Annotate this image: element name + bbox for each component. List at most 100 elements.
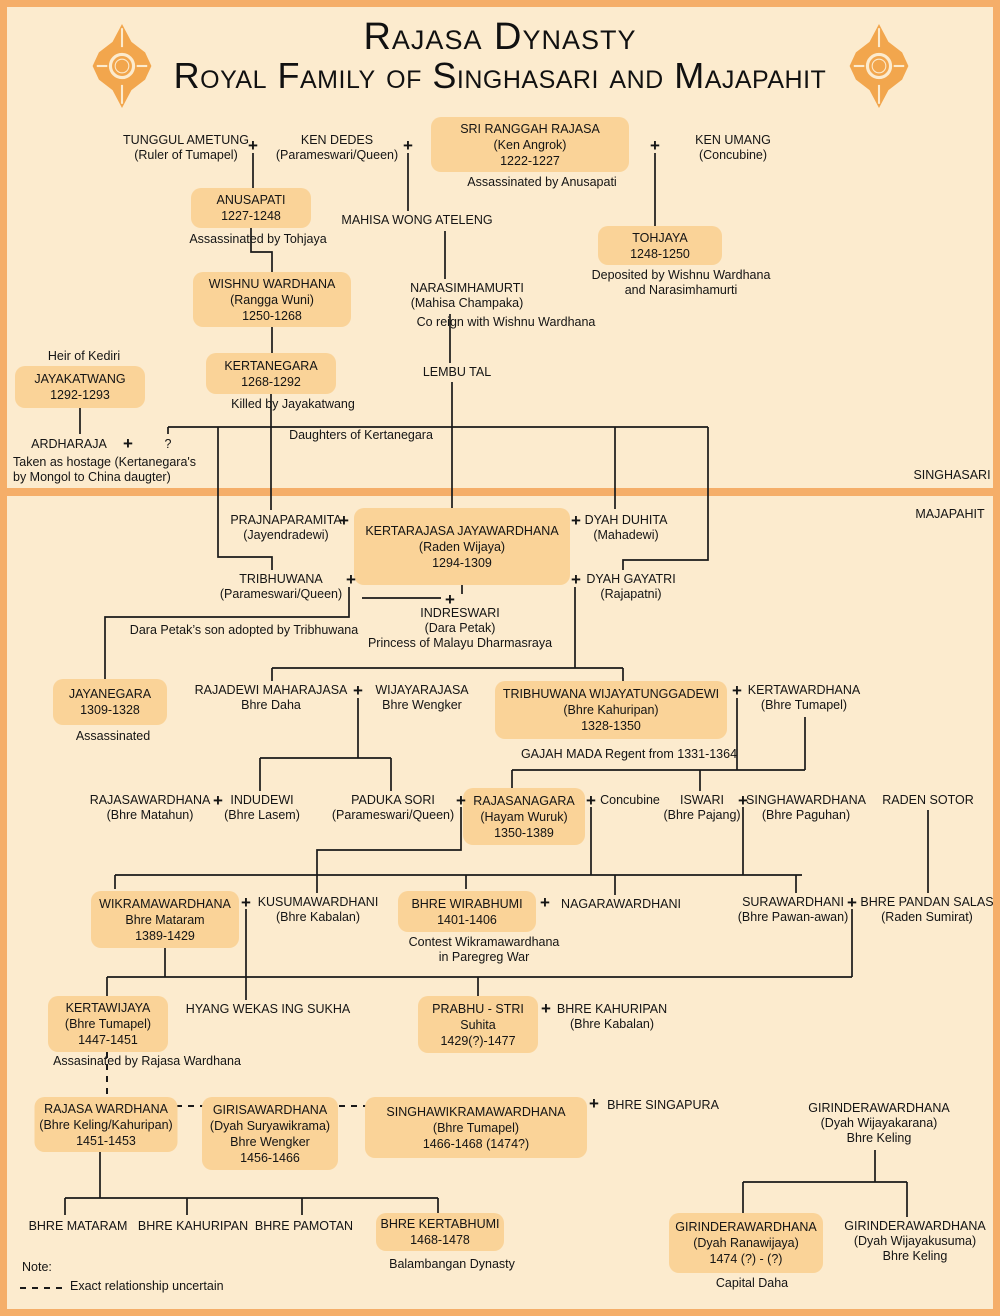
lotus-ornament-right (849, 24, 909, 108)
person-line: (Parameswari/Queen) (331, 808, 455, 822)
person-rajasanagara: RAJASANAGARA(Hayam Wuruk)1350-1389 (463, 788, 585, 845)
person-line: (Dyah Suryawikrama) (209, 1118, 331, 1133)
person-line: KERTAWIJAYA (65, 1001, 151, 1015)
person-kertawardhana: KERTAWARDHANA(Bhre Tumapel) (748, 683, 861, 713)
caption-killed-by-jayakatwang: Killed by Jayakatwang (231, 397, 355, 412)
person-line: RAJASANAGARA (473, 793, 575, 808)
person-line: DYAH GAYATRI (586, 572, 676, 586)
person-lembu-tal: LEMBU TAL (423, 365, 491, 380)
marriage-plus-icon: + (847, 893, 857, 912)
person-line: Bhre Wengker (382, 698, 462, 712)
caption-line: Exact relationship uncertain (70, 1279, 224, 1293)
person-indreswari: INDRESWARI(Dara Petak)Princess of Malayu… (368, 606, 552, 651)
person-line: (Bhre Kahuripan) (563, 703, 659, 717)
caption-daughters-of-kertanegara: Daughters of Kertanegara (289, 428, 433, 443)
person-indudewi: INDUDEWI(Bhre Lasem) (224, 793, 300, 823)
marriage-plus-icon: + (403, 136, 413, 155)
person-line: 1294-1309 (432, 555, 492, 570)
person-paduka-sori: PADUKA SORI(Parameswari/Queen) (332, 793, 454, 823)
person-line: JAYANEGARA (68, 687, 152, 701)
person-line: Bhre Keling (882, 1249, 948, 1263)
person-line: 1474 (?) - (?) (709, 1252, 783, 1266)
person-line: PADUKA SORI (351, 793, 435, 807)
caption-line: Assasinated by Rajasa Wardhana (53, 1054, 241, 1068)
person-line: 1447-1451 (78, 1033, 138, 1047)
person-bhre-kahuripan-bhre-kabalan: BHRE KAHURIPAN(Bhre Kabalan) (557, 1002, 667, 1032)
person-line: GIRINDERAWARDHANA (844, 1219, 986, 1233)
person-bhre-kahuripan: BHRE KAHURIPAN (138, 1219, 248, 1234)
section-divider (0, 488, 1000, 496)
caption-line: Killed by Jayakatwang (231, 397, 355, 411)
person-line: KERTANEGARA (224, 358, 318, 373)
person-line: (Bhre Kabalan) (275, 910, 361, 924)
person-line: Bhre Keling (846, 1131, 912, 1145)
person-bhre-pandan-salas: BHRE PANDAN SALAS(Raden Sumirat) (860, 895, 993, 925)
person-singhawikramawardhana: SINGHAWIKRAMAWARDHANA(Bhre Tumapel)1466-… (365, 1097, 587, 1158)
person-tribhuwana: TRIBHUWANA(Parameswari/Queen) (220, 572, 342, 602)
person-line: SRI RANGGAH RAJASA (460, 121, 600, 136)
person-line: 1328-1350 (581, 719, 641, 733)
caption-line: in Paregreg War (438, 950, 530, 964)
lotus-ornament-left (92, 24, 152, 108)
marriage-plus-icon: + (738, 791, 748, 810)
person-line: (Bhre Tumapel) (432, 1120, 520, 1135)
caption-line: Heir of Kediri (47, 349, 121, 363)
person-line: (Raden Sumirat) (881, 910, 973, 924)
person-line: (Bhre Tumapel) (760, 698, 848, 712)
person-line: (Concubine) (698, 148, 768, 162)
diagram-title-line1: Rajasa Dynasty (363, 16, 637, 58)
person-singhawardhana: SINGHAWARDHANA(Bhre Paguhan) (746, 793, 866, 823)
person-hyang-wekas-ing-sukha: HYANG WEKAS ING SUKHA (186, 1002, 350, 1017)
person-line: RAJASA WARDHANA (44, 1101, 168, 1116)
person-girisawardhana: GIRISAWARDHANA(Dyah Suryawikrama)Bhre We… (202, 1097, 338, 1170)
person-line: 1429(?)-1477 (440, 1033, 516, 1048)
person-line: BHRE WIRABHUMI (411, 896, 523, 911)
marriage-plus-icon: + (586, 791, 596, 810)
person-line: GIRINDERAWARDHANA (675, 1220, 817, 1234)
person-line: RAJADEWI MAHARAJASA (194, 683, 348, 697)
person-line: Bhre Daha (241, 698, 301, 712)
marriage-plus-icon: + (241, 893, 251, 912)
marriage-plus-icon: + (213, 791, 223, 810)
person-line: JAYAKATWANG (34, 372, 126, 386)
person-line: 1309-1328 (80, 703, 140, 717)
person-line: (Bhre Keling/Kahuripan) (39, 1117, 173, 1132)
caption-majapahit-section-label: MAJAPAHIT (915, 507, 984, 522)
caption-line: GAJAH MADA Regent from 1331-1364 (520, 747, 738, 761)
person-concubine: Concubine (600, 793, 660, 808)
person-line: (Ruler of Tumapel) (134, 148, 238, 162)
caption-note-label: Note: (22, 1260, 52, 1275)
person-line: KEN UMANG (695, 133, 771, 147)
caption-heir-of-kediri: Heir of Kediri (48, 349, 120, 364)
person-unknown-wife: ? (165, 437, 172, 452)
person-line: (Bhre Lasem) (224, 808, 300, 822)
caption-line: Balambangan Dynasty (389, 1257, 515, 1271)
marriage-plus-icon: + (589, 1094, 599, 1113)
person-line: BHRE MATARAM (28, 1219, 128, 1233)
caption-line: Contest Wikramawardhana (408, 935, 560, 949)
caption-line: Assassinated by Tohjaya (189, 232, 327, 246)
caption-assasinated-by-rajasa-wardhana: Assasinated by Rajasa Wardhana (53, 1054, 241, 1069)
person-line: ? (164, 437, 172, 451)
person-line: INDUDEWI (230, 793, 294, 807)
marriage-plus-icon: + (456, 791, 466, 810)
caption-gajah-mada-regent: GAJAH MADA Regent from 1331-1364 (521, 747, 737, 762)
person-sri-ranggah-rajasa: SRI RANGGAH RAJASA(Ken Angrok)1222-1227 (431, 117, 629, 172)
caption-line: Dara Petak’s son adopted by Tribhuwana (129, 623, 359, 637)
person-ken-umang: KEN UMANG(Concubine) (695, 133, 771, 163)
person-line: Bhre Wengker (230, 1134, 310, 1149)
person-narasimhamurti: NARASIMHAMURTI(Mahisa Champaka) (410, 281, 524, 311)
person-line: ISWARI (680, 793, 724, 807)
person-line: TRIBHUWANA WIJAYATUNGGADEWI (502, 687, 720, 701)
person-tunggul-ametung: TUNGGUL AMETUNG(Ruler of Tumapel) (123, 133, 249, 163)
person-line: RAJASAWARDHANA (89, 793, 211, 807)
person-line: Princess of Malayu Dharmasraya (367, 636, 553, 650)
caption-line: Co reign with Wishnu Wardhana (416, 315, 596, 329)
caption-line: Capital Daha (715, 1276, 789, 1290)
marriage-plus-icon: + (571, 511, 581, 530)
marriage-plus-icon: + (248, 136, 258, 155)
